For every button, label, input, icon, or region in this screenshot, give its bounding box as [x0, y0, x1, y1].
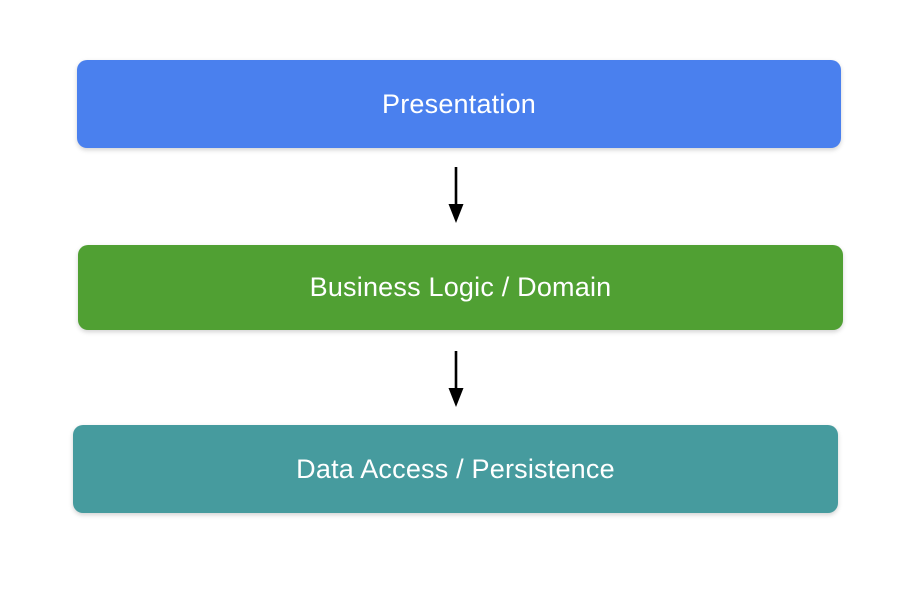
layer-node-data-access[interactable]: Data Access / Persistence [73, 425, 838, 513]
arrow-down-icon [448, 351, 464, 407]
arrow-down-icon [448, 167, 464, 223]
layer-label-data-access: Data Access / Persistence [296, 453, 615, 484]
layer-node-business-logic[interactable]: Business Logic / Domain [78, 245, 843, 330]
layer-node-presentation[interactable]: Presentation [77, 60, 841, 148]
layer-label-presentation: Presentation [382, 88, 536, 119]
down-arrow-presentation-to-business [447, 166, 465, 224]
down-arrow-business-to-data [447, 350, 465, 408]
layer-label-business-logic: Business Logic / Domain [309, 272, 612, 302]
